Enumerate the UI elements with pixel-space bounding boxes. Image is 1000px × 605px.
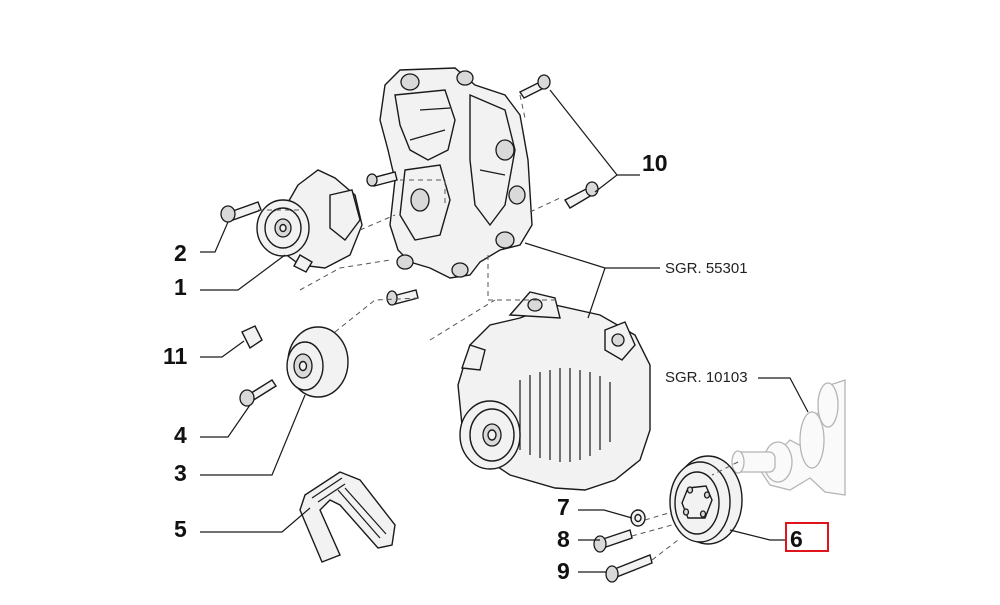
leader-lines	[200, 89, 809, 573]
crankshaft-pulley-icon	[669, 455, 743, 545]
callout-6: 6	[790, 526, 803, 552]
crankshaft-reference: SGR. 10103	[665, 369, 748, 386]
pulley-bolt-long-icon	[605, 554, 653, 583]
callout-5: 5	[174, 516, 187, 542]
callout-1: 1	[174, 274, 187, 300]
assembly-lines	[258, 94, 739, 561]
pulley-bolt-icon	[593, 529, 633, 553]
alternator-icon	[457, 291, 651, 491]
washer-icon	[630, 509, 646, 527]
callout-9: 9	[557, 558, 570, 584]
callout-10: 10	[642, 150, 668, 176]
dust-cap-icon	[241, 325, 263, 350]
tensioner-bolt-icon	[220, 201, 262, 223]
idler-pulley-icon	[286, 326, 349, 398]
callout-8: 8	[557, 526, 570, 552]
mounting-bracket-icon	[379, 67, 533, 279]
crankshaft-icon	[731, 379, 846, 496]
callout-2: 2	[174, 240, 187, 266]
bolt-icon	[366, 74, 599, 306]
alternator-reference: SGR. 55301	[665, 260, 748, 277]
idler-bolt-icon	[239, 379, 277, 407]
selected-part-highlight	[785, 522, 829, 552]
callout-7: 7	[557, 494, 570, 520]
callout-11: 11	[163, 343, 188, 369]
belt-tensioner-icon	[256, 169, 363, 273]
callout-4: 4	[174, 422, 187, 448]
callout-3: 3	[174, 460, 187, 486]
poly-v-belt-icon	[299, 471, 396, 563]
